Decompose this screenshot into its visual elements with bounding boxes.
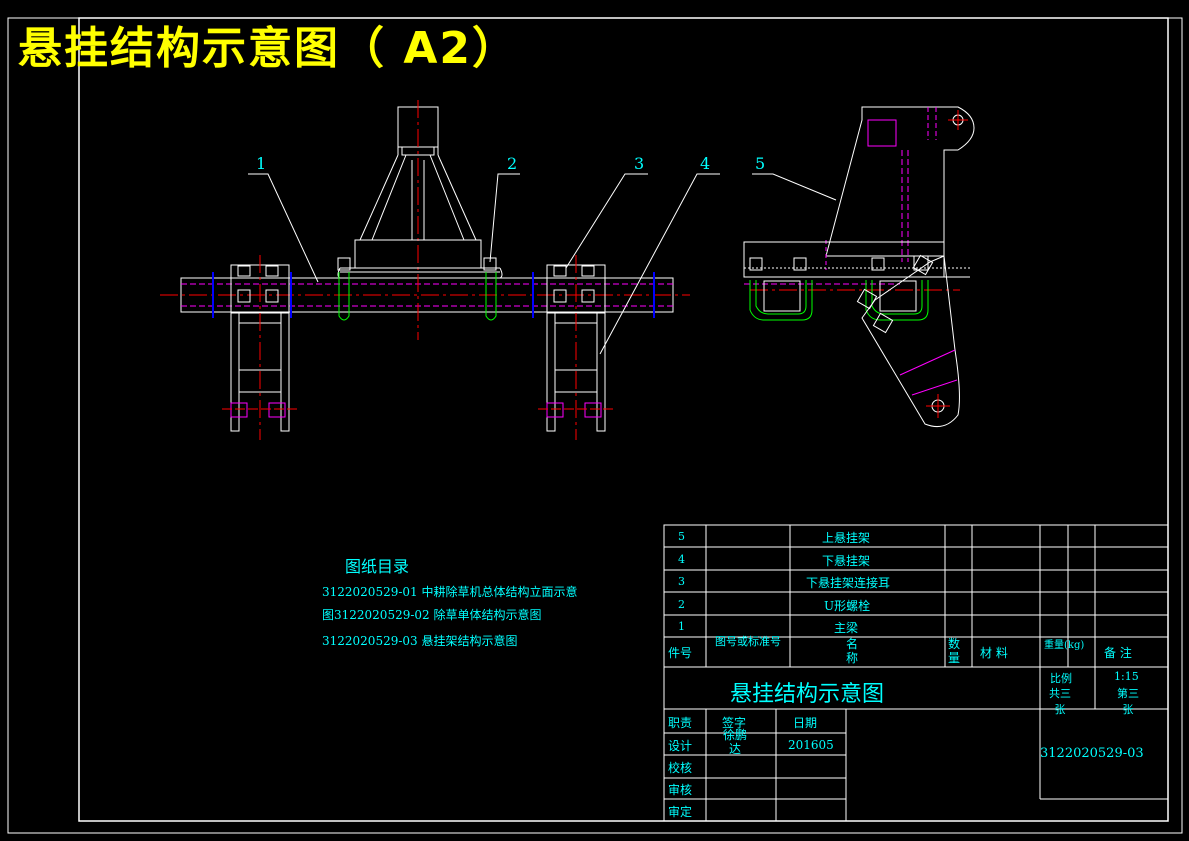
role-label: 职责 [668, 716, 693, 730]
part-number: 3 [678, 575, 685, 588]
inner-frame [78, 17, 1169, 822]
drawing-title: 悬挂结构示意图（ A2） [18, 23, 518, 74]
header-material: 材 料 [980, 646, 1008, 660]
callout-3: 3 [634, 154, 645, 173]
role-label: 校核 [668, 761, 693, 775]
sheets-total: 共三张 [1049, 687, 1071, 716]
role-label: 审定 [668, 805, 693, 819]
scale-value: 1:15 [1114, 670, 1139, 683]
callout-2: 2 [507, 154, 518, 173]
part-name: 主梁 [834, 621, 859, 635]
toc-item: 图3122020529-02 除草单体结构示意图 [322, 608, 542, 622]
role-label: 设计 [668, 739, 693, 753]
title-block-grid [663, 524, 1169, 822]
outer-frame [7, 17, 1183, 834]
designer-name: 徐鹏达 [722, 728, 747, 756]
part-number: 2 [678, 598, 685, 611]
part-number: 1 [678, 620, 685, 633]
header-code: 图号或标准号 [715, 635, 781, 648]
side-view [743, 106, 975, 427]
header-name: 名称 [846, 637, 859, 665]
sheet-number: 第三张 [1117, 687, 1139, 716]
header-remark: 备 注 [1104, 646, 1132, 660]
toc-heading: 图纸目录 [345, 557, 410, 576]
signature-label: 签字 [722, 716, 747, 730]
design-date: 201605 [788, 738, 834, 752]
callout-4: 4 [700, 154, 711, 173]
date-label: 日期 [793, 716, 818, 730]
callout-5: 5 [755, 154, 766, 173]
drawing-name: 悬挂结构示意图 [730, 682, 885, 707]
role-label: 审核 [668, 783, 693, 797]
header-qty: 数量 [948, 637, 961, 665]
header-no: 件号 [668, 646, 693, 660]
part-name: 下悬挂架 [822, 554, 871, 568]
header-weight: 重量(kg) [1044, 640, 1085, 651]
part-number: 5 [678, 530, 685, 543]
toc-item: 3122020529-01 中耕除草机总体结构立面示意 [322, 585, 578, 599]
callout-1: 1 [256, 154, 267, 173]
part-name: U形螺栓 [824, 599, 871, 613]
scale-label: 比例 [1050, 672, 1072, 685]
toc-item: 3122020529-03 悬挂架结构示意图 [322, 634, 518, 648]
drawing-number: 3122020529-03 [1040, 746, 1144, 761]
part-number: 4 [678, 553, 685, 566]
front-view [160, 100, 837, 440]
part-name: 下悬挂架连接耳 [806, 576, 891, 590]
part-name: 上悬挂架 [822, 531, 871, 545]
